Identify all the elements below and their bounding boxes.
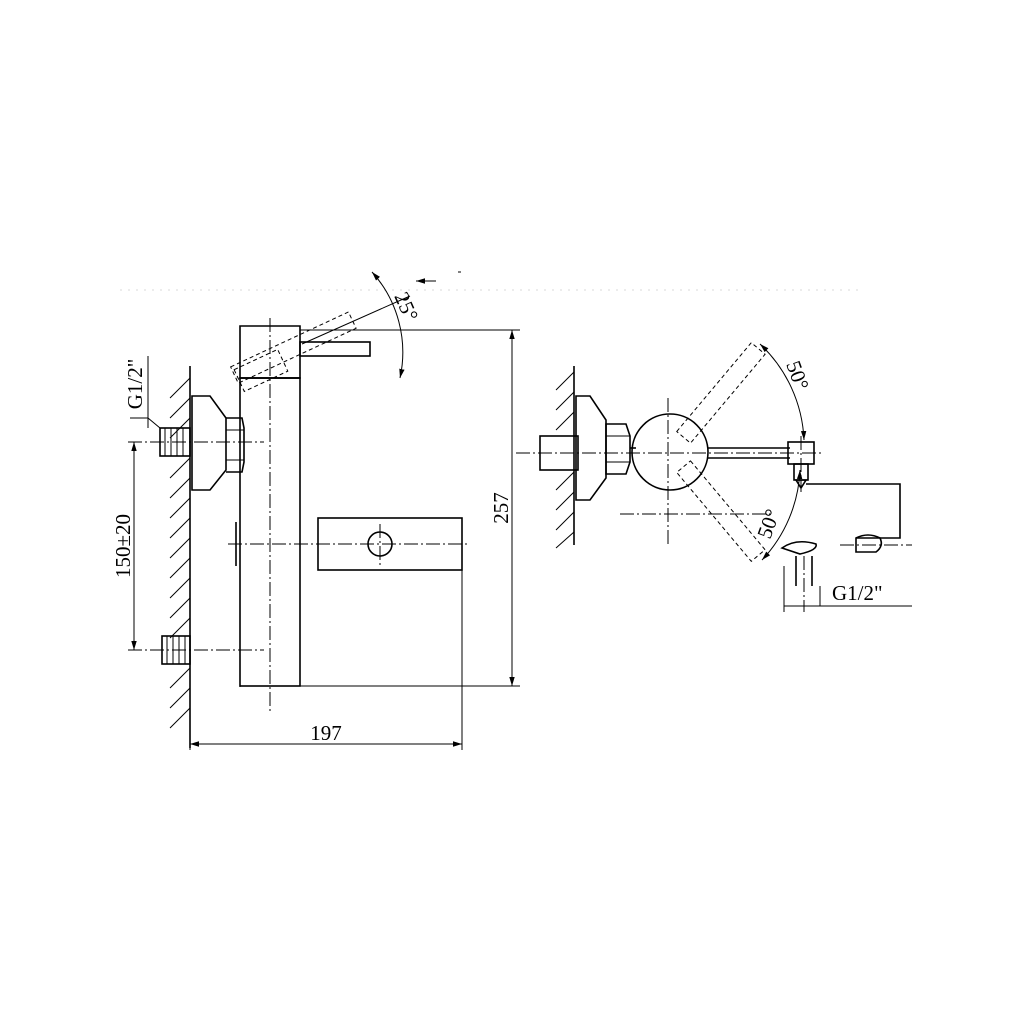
lever-angle-up-dim: 50°: [781, 358, 814, 394]
lever-angle-dim: 25°: [389, 288, 423, 325]
side-escutcheon: [191, 395, 245, 491]
front-thread-dim: G1/2": [832, 581, 883, 605]
side-mixer-body: [229, 311, 371, 687]
front-view: 50° 50° G1/2": [516, 341, 912, 612]
front-body: [631, 413, 709, 491]
front-spout: [780, 483, 912, 612]
side-view: 150±20 G1/2" 257 197 25°: [111, 271, 520, 750]
side-thread-dim: G1/2": [123, 359, 147, 410]
side-wall: [169, 366, 191, 748]
inlet-spacing-dim: 150±20: [111, 514, 135, 578]
front-wall: [555, 366, 575, 549]
front-escutcheon: [575, 395, 636, 501]
width-dim: 197: [310, 721, 342, 745]
front-lever-positions: [676, 341, 766, 563]
height-dim: 257: [489, 492, 513, 524]
